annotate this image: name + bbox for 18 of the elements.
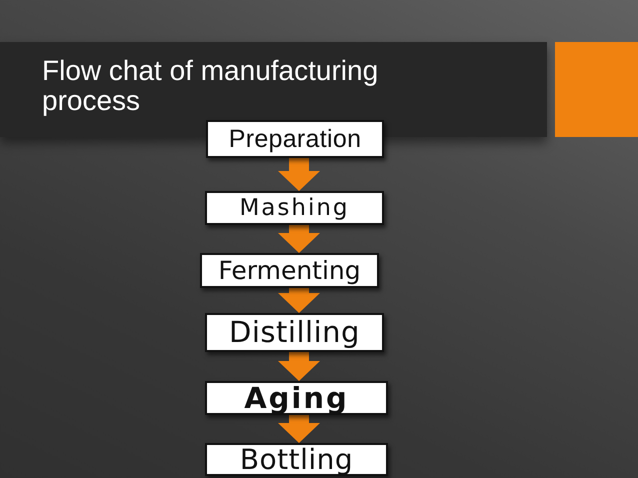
step-label: Preparation bbox=[228, 126, 362, 152]
step-label: Mashing bbox=[239, 196, 350, 220]
step-label: Distilling bbox=[229, 318, 360, 347]
process-box bbox=[200, 253, 379, 288]
arrow bbox=[278, 158, 320, 191]
arrow bbox=[278, 225, 320, 253]
process-box bbox=[205, 313, 384, 352]
step-label: Fermenting bbox=[218, 258, 361, 283]
step-label: Aging bbox=[244, 384, 349, 412]
arrow bbox=[278, 352, 320, 381]
step-label: Bottling bbox=[240, 446, 354, 474]
arrow bbox=[278, 288, 320, 313]
process-box bbox=[205, 191, 384, 225]
process-box bbox=[205, 443, 388, 476]
process-box bbox=[206, 120, 384, 158]
arrow bbox=[278, 415, 320, 443]
process-box bbox=[205, 381, 388, 415]
slide-title: Flow chat of manufacturing process bbox=[42, 56, 380, 116]
